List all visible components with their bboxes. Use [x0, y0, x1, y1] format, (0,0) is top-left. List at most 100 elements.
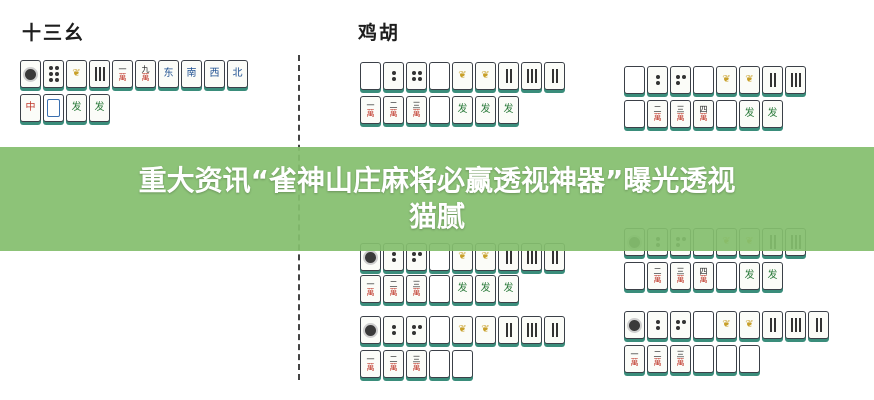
tile-man-2[interactable]: 二萬	[383, 275, 404, 303]
tile-circle[interactable]	[647, 66, 668, 94]
tile-bamboo-1[interactable]: ❦	[475, 316, 496, 344]
tile-bamboo-1[interactable]: ❦	[66, 60, 87, 88]
tile-bamboo[interactable]	[521, 62, 542, 90]
tile-circle[interactable]	[406, 62, 427, 90]
dots-icon	[411, 252, 422, 262]
tile-blank[interactable]	[693, 66, 714, 94]
tile-green-dragon[interactable]: 发	[452, 275, 473, 303]
tile-green-dragon[interactable]: 发	[762, 100, 783, 128]
tile-blank[interactable]	[429, 350, 450, 378]
tile-bamboo[interactable]	[762, 311, 783, 339]
tile-bamboo[interactable]	[808, 311, 829, 339]
tile-circle-1[interactable]	[20, 60, 41, 88]
tile-man-3[interactable]: 三萬	[670, 345, 691, 373]
tile-green-dragon[interactable]: 发	[452, 96, 473, 124]
tile-circle-9[interactable]	[43, 60, 64, 88]
tile-blank[interactable]	[429, 62, 450, 90]
tile-man-1[interactable]: 一萬	[624, 345, 645, 373]
tile-circle[interactable]	[647, 311, 668, 339]
tile-man-9[interactable]: 九萬	[135, 60, 156, 88]
tile-blank[interactable]	[624, 262, 645, 290]
tile-man-mark: 萬	[141, 73, 150, 82]
tile-green-dragon[interactable]: 发	[89, 94, 110, 122]
tile-man-2[interactable]: 二萬	[647, 262, 668, 290]
tile-bamboo[interactable]	[544, 316, 565, 344]
tile-blank[interactable]	[429, 316, 450, 344]
tile-red-dragon[interactable]: 中	[20, 94, 41, 122]
tile-dragon: 中	[25, 102, 36, 113]
tile-south[interactable]: 南	[181, 60, 202, 88]
tile-man-3[interactable]: 三萬	[406, 96, 427, 124]
tile-man-2[interactable]: 二萬	[383, 350, 404, 378]
tile-north[interactable]: 北	[227, 60, 248, 88]
tile-blank[interactable]	[624, 100, 645, 128]
tile-man-3[interactable]: 三萬	[406, 275, 427, 303]
tile-blank[interactable]	[739, 345, 760, 373]
tile-circle[interactable]	[670, 66, 691, 94]
tile-man-1[interactable]: 一萬	[360, 350, 381, 378]
tile-circle[interactable]	[406, 316, 427, 344]
tile-man-3[interactable]: 三萬	[406, 350, 427, 378]
tile-bamboo-1[interactable]: ❦	[739, 311, 760, 339]
tile-green-dragon[interactable]: 发	[475, 275, 496, 303]
tile-blank[interactable]	[429, 275, 450, 303]
circle-icon	[627, 317, 642, 333]
bars-icon	[769, 73, 776, 87]
tile-bamboo-1[interactable]: ❦	[475, 62, 496, 90]
tile-blank[interactable]	[429, 96, 450, 124]
tile-blank[interactable]	[716, 345, 737, 373]
tile-man-4[interactable]: 四萬	[693, 262, 714, 290]
tile-bamboo-1[interactable]: ❦	[452, 316, 473, 344]
tile-bamboo[interactable]	[498, 62, 519, 90]
tile-number: 一	[630, 350, 639, 359]
tile-bamboo-9[interactable]	[89, 60, 110, 88]
tile-green-dragon[interactable]: 发	[762, 262, 783, 290]
tile-bamboo[interactable]	[762, 66, 783, 94]
left-hand-row-2: 中 发 发	[20, 94, 110, 122]
tile-bamboo[interactable]	[544, 62, 565, 90]
bars-icon	[551, 69, 558, 83]
tile-man-3[interactable]: 三萬	[670, 262, 691, 290]
tile-bamboo-1[interactable]: ❦	[452, 62, 473, 90]
tile-bamboo[interactable]	[785, 66, 806, 94]
tile-white-dragon[interactable]	[43, 94, 64, 122]
tile-blank[interactable]	[360, 62, 381, 90]
tile-west[interactable]: 西	[204, 60, 225, 88]
tile-circle[interactable]	[670, 311, 691, 339]
tile-blank[interactable]	[624, 66, 645, 94]
headline-line-2: 猫腻	[408, 200, 465, 233]
bird-icon: ❦	[722, 74, 731, 85]
tile-green-dragon[interactable]: 发	[498, 96, 519, 124]
tile-blank[interactable]	[716, 100, 737, 128]
tile-bamboo[interactable]	[521, 316, 542, 344]
tile-blank[interactable]	[716, 262, 737, 290]
tile-man-1[interactable]: 一萬	[112, 60, 133, 88]
tile-blank[interactable]	[452, 350, 473, 378]
tile-man-2[interactable]: 二萬	[647, 345, 668, 373]
tile-green-dragon[interactable]: 发	[739, 262, 760, 290]
tile-green-dragon[interactable]: 发	[475, 96, 496, 124]
tile-man-2[interactable]: 二萬	[647, 100, 668, 128]
tile-circle-1[interactable]	[360, 316, 381, 344]
tile-bamboo-1[interactable]: ❦	[739, 66, 760, 94]
tile-man-1[interactable]: 一萬	[360, 275, 381, 303]
tile-bamboo[interactable]	[498, 316, 519, 344]
tile-blank[interactable]	[693, 345, 714, 373]
tile-circle[interactable]	[383, 62, 404, 90]
tile-green-dragon[interactable]: 发	[739, 100, 760, 128]
tile-circle-1[interactable]	[624, 311, 645, 339]
tile-man-4[interactable]: 四萬	[693, 100, 714, 128]
tile-bamboo[interactable]	[785, 311, 806, 339]
tile-green-dragon[interactable]: 发	[498, 275, 519, 303]
bars-icon	[505, 323, 512, 337]
tile-circle[interactable]	[383, 316, 404, 344]
tile-bamboo-1[interactable]: ❦	[716, 66, 737, 94]
tile-east[interactable]: 东	[158, 60, 179, 88]
tile-man-1[interactable]: 一萬	[360, 96, 381, 124]
tile-green-dragon[interactable]: 发	[66, 94, 87, 122]
tile-bamboo-1[interactable]: ❦	[716, 311, 737, 339]
tile-blank[interactable]	[693, 311, 714, 339]
tile-man-2[interactable]: 二萬	[383, 96, 404, 124]
tile-man-3[interactable]: 三萬	[670, 100, 691, 128]
tile-number: 三	[412, 101, 421, 110]
